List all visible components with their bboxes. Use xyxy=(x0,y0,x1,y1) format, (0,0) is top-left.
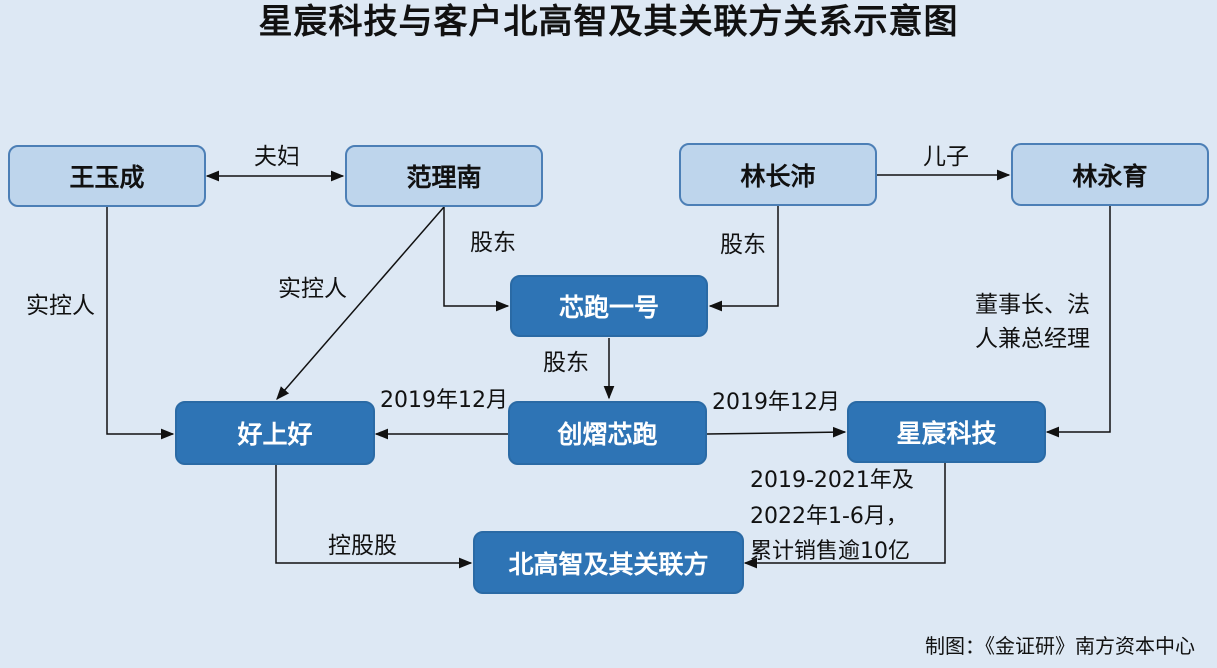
node-xinpao-yihao: 芯跑一号 xyxy=(510,275,708,337)
wang-control-link xyxy=(106,207,175,440)
fan-control-link xyxy=(276,206,445,401)
label-controller-fan: 实控人 xyxy=(278,276,347,302)
fan-share-link xyxy=(443,207,510,312)
node-chuangzhi-xinpao: 创熠芯跑 xyxy=(508,401,707,465)
sales-link xyxy=(743,463,946,569)
label-holding: 控股股 xyxy=(328,533,397,559)
label-shareholder-lin: 股东 xyxy=(720,232,766,258)
label-spouse: 夫妇 xyxy=(254,144,300,170)
label-shareholder-xinpao: 股东 xyxy=(543,350,589,376)
node-beigaozhi: 北高智及其关联方 xyxy=(473,531,744,594)
node-haoshanghao: 好上好 xyxy=(175,401,375,465)
chuangzhi-to-xingchen xyxy=(706,426,847,438)
node-wang-yucheng: 王玉成 xyxy=(8,145,206,207)
node-xingchen-keji: 星宸科技 xyxy=(847,401,1046,463)
lin-share-link xyxy=(708,206,779,312)
node-lin-changpei: 林长沛 xyxy=(679,143,877,206)
label-date-right: 2019年12月 xyxy=(712,390,840,415)
label-controller-wang: 实控人 xyxy=(26,293,95,319)
label-shareholder-fan: 股东 xyxy=(470,230,516,256)
source-credit: 制图：《金证研》南方资本中心 xyxy=(925,634,1195,658)
node-fan-linan: 范理南 xyxy=(345,145,543,207)
label-son: 儿子 xyxy=(923,144,969,170)
label-chairman-line1: 董事长、法 xyxy=(975,292,1090,318)
holding-link xyxy=(275,465,473,569)
label-chairman-line2: 人兼总经理 xyxy=(975,326,1090,352)
label-sales-line3: 累计销售逾10亿 xyxy=(750,539,910,564)
label-date-left: 2019年12月 xyxy=(380,388,508,413)
label-sales-line1: 2019-2021年及 xyxy=(750,468,914,493)
lin-yongyu-link xyxy=(1045,206,1111,438)
diagram-title: 星宸科技与客户北高智及其关联方关系示意图 xyxy=(258,2,959,42)
node-lin-yongyu: 林永育 xyxy=(1011,143,1209,206)
label-sales-line2: 2022年1-6月， xyxy=(750,504,908,529)
